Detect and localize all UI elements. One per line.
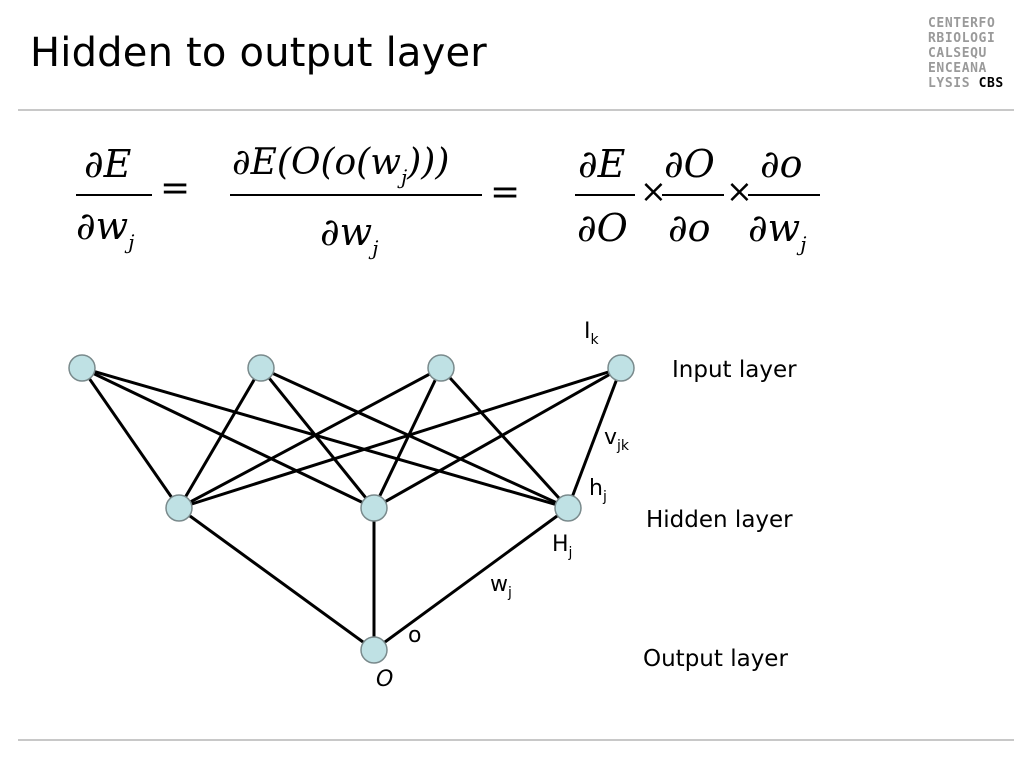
edge-input-2-hidden-2 — [259, 367, 376, 509]
input-weight-label: vjk — [604, 425, 630, 454]
input-node-2 — [247, 354, 275, 382]
edge-input-1-hidden-2 — [81, 366, 375, 510]
lhs-denominator: ∂wj — [76, 204, 135, 254]
output-weight-label: wj — [490, 572, 512, 601]
output-input-label: o — [408, 623, 421, 648]
r2-numerator: ∂O — [664, 142, 715, 186]
hidden-node-2 — [360, 494, 388, 522]
r1-denominator: ∂O — [577, 206, 628, 250]
edge-input-3-hidden-3 — [439, 366, 570, 510]
edge-hidden-3-output — [373, 506, 569, 652]
r3-numerator: ∂o — [760, 142, 803, 186]
edge-input-2-hidden-1 — [177, 367, 263, 509]
times-sign-1: × — [640, 172, 667, 210]
edge-input-1-hidden-3 — [81, 366, 569, 510]
logo-line-2: RBIOLOGI — [928, 31, 996, 46]
edge-hidden-1-output — [178, 506, 375, 652]
logo-brand: CBS — [978, 76, 1004, 91]
logo-line-4: ENCEANA — [928, 61, 987, 76]
output-node-label: O — [376, 667, 393, 692]
times-sign-2: × — [726, 172, 753, 210]
r2-denominator: ∂o — [668, 206, 711, 250]
slide-title: Hidden to output layer — [30, 30, 487, 76]
logo-line-1: CENTERFO — [928, 16, 996, 31]
logo-line-5: LYSIS CBS — [928, 76, 1004, 91]
edge-input-4-hidden-1 — [178, 366, 622, 510]
edge-input-2-hidden-3 — [260, 366, 569, 510]
r1-fraction-bar — [575, 194, 635, 196]
mid-numerator: ∂E(O(o(wj))) — [232, 142, 450, 189]
cbs-logo: CENTERFO RBIOLOGI CALSEQU ENCEANA LYSIS … — [928, 16, 1018, 91]
input-layer-label: Input layer — [672, 357, 797, 383]
output-node — [360, 636, 388, 664]
input-node-1 — [68, 354, 96, 382]
network-edges — [80, 366, 623, 652]
hidden-node-3 — [554, 494, 582, 522]
mid-denominator: ∂wj — [320, 210, 379, 260]
equals-sign-1: = — [160, 168, 191, 209]
output-layer-label: Output layer — [643, 646, 788, 672]
footer-divider — [18, 739, 1014, 741]
hidden-input-label: hj — [589, 476, 607, 505]
network-nodes — [68, 354, 635, 664]
equals-sign-2: = — [490, 172, 521, 213]
edge-input-3-hidden-1 — [178, 366, 442, 510]
hidden-layer-label: Hidden layer — [646, 507, 793, 533]
hidden-output-label: Hj — [552, 532, 572, 561]
r3-fraction-bar — [748, 194, 820, 196]
edge-input-4-hidden-3 — [566, 367, 623, 509]
lhs-numerator: ∂E — [84, 142, 132, 186]
edge-input-1-hidden-1 — [80, 367, 181, 509]
logo-line-3: CALSEQU — [928, 46, 987, 61]
edge-input-4-hidden-2 — [373, 366, 622, 510]
hidden-node-1 — [165, 494, 193, 522]
header-divider — [18, 109, 1014, 111]
mid-fraction-bar — [230, 194, 482, 196]
lhs-fraction-bar — [76, 194, 152, 196]
r2-fraction-bar — [662, 194, 724, 196]
r1-numerator: ∂E — [578, 142, 626, 186]
r3-denominator: ∂wj — [748, 206, 807, 256]
input-node-3 — [427, 354, 455, 382]
input-node-4 — [607, 354, 635, 382]
input-node-label: Ik — [584, 319, 600, 348]
edge-input-3-hidden-2 — [372, 367, 443, 509]
